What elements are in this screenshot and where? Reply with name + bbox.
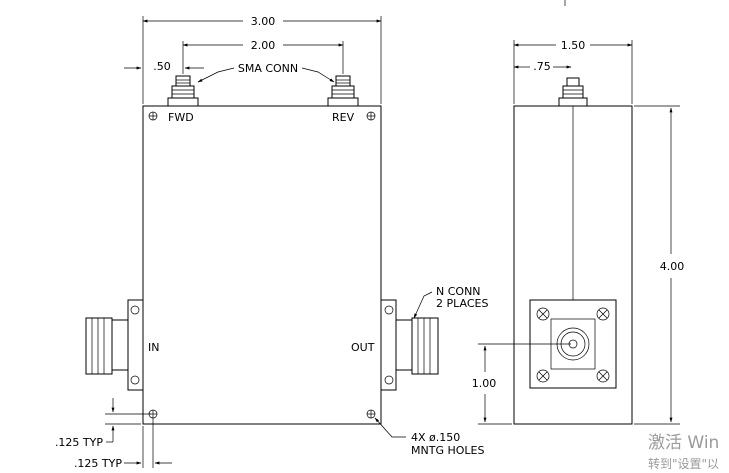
out-label: OUT xyxy=(351,341,375,354)
dim-connector-spacing: 2.00 xyxy=(182,39,344,74)
side-view: 1.50 .75 4.00 1.00 xyxy=(472,39,685,425)
dim-connector-offset: .50 xyxy=(124,60,204,73)
rev-label: REV xyxy=(332,111,355,124)
front-body xyxy=(142,105,382,425)
n-conn-callout: N CONN 2 PLACES xyxy=(413,285,488,319)
dim-n-conn-height: 1.00 xyxy=(472,343,571,425)
flange-screw-br xyxy=(596,369,610,383)
n-connector-out xyxy=(380,299,439,391)
watermark-line-2: 转到"设置"以 xyxy=(648,456,719,471)
dim-side-width: 1.50 xyxy=(513,39,633,104)
dim-hole-offset-2-text: .125 TYP xyxy=(74,457,122,470)
dim-n-conn-height-text: 1.00 xyxy=(472,377,497,390)
watermark-line-1: 激活 Win xyxy=(648,433,719,453)
in-label: IN xyxy=(148,341,159,354)
dim-height: 4.00 xyxy=(634,105,685,425)
holes-label-1: 4X ø.150 xyxy=(411,431,460,444)
holes-label-2: MNTG HOLES xyxy=(411,444,484,457)
sma-connector-rev xyxy=(327,75,359,107)
holes-callout: 4X ø.150 MNTG HOLES xyxy=(374,417,484,457)
dim-height-text: 4.00 xyxy=(660,260,685,273)
dim-hole-offset-vertical: .125 TYP xyxy=(55,398,151,449)
dim-side-center: .75 xyxy=(513,60,572,73)
dim-side-center-text: .75 xyxy=(533,60,551,73)
flange-screw-bl xyxy=(536,369,550,383)
dim-overall-width-text: 3.00 xyxy=(251,15,276,28)
mounting-hole-top-right xyxy=(366,111,376,121)
front-view: 3.00 2.00 .50 SMA CONN FWD REV IN OUT xyxy=(55,15,489,470)
sma-conn-label: SMA CONN xyxy=(238,62,298,75)
activation-watermark: 激活 Win 转到"设置"以 xyxy=(648,433,719,471)
n-conn-label-2: 2 PLACES xyxy=(436,297,488,310)
sma-connector-fwd xyxy=(167,75,199,107)
dim-hole-offset-horizontal: .125 TYP xyxy=(74,418,172,470)
dim-connector-offset-text: .50 xyxy=(153,60,171,73)
n-connector-in xyxy=(85,299,144,391)
flange-screw-tl xyxy=(536,307,550,321)
dim-overall-width: 3.00 xyxy=(142,15,382,104)
sma-conn-callout: SMA CONN xyxy=(197,62,335,83)
flange-screw-tr xyxy=(596,307,610,321)
mounting-hole-top-left xyxy=(148,111,158,121)
dim-side-width-text: 1.50 xyxy=(561,39,586,52)
dim-hole-offset-1-text: .125 TYP xyxy=(55,436,103,449)
fwd-label: FWD xyxy=(168,111,194,124)
mounting-hole-bottom-right xyxy=(366,409,376,419)
dim-connector-spacing-text: 2.00 xyxy=(251,39,276,52)
n-conn-label-1: N CONN xyxy=(436,285,481,298)
